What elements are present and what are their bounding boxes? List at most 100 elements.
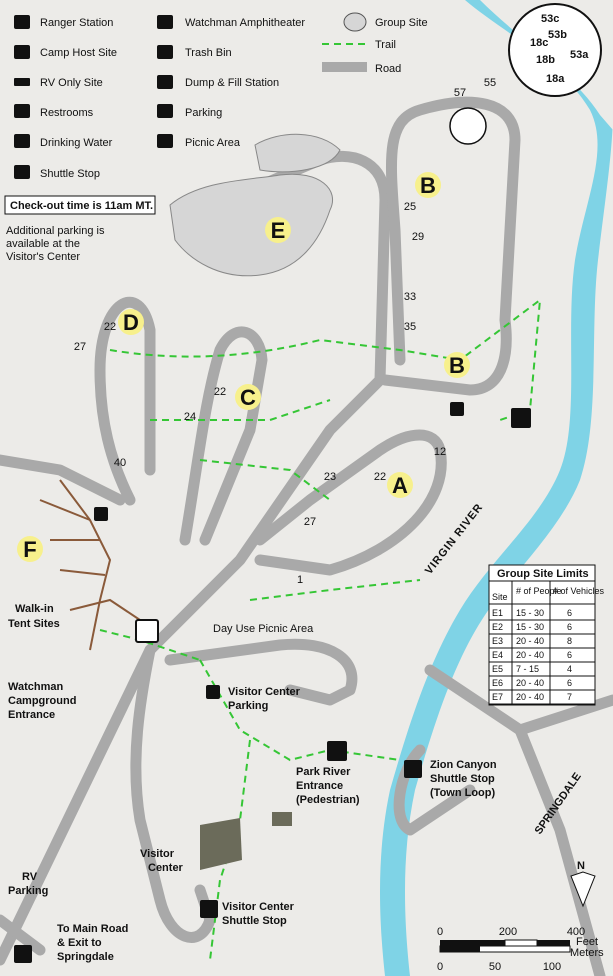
park-river-label-3: (Pedestrian) — [296, 794, 360, 806]
table-cell: 20 - 40 — [516, 678, 544, 688]
svg-text:12: 12 — [434, 446, 446, 458]
legend-label: Group Site — [375, 17, 428, 29]
park-river-label-1: Park River — [296, 766, 351, 778]
ranger-station-icon — [135, 619, 159, 643]
legend-label: Trail — [375, 39, 396, 51]
feet-tick: 0 — [437, 926, 443, 938]
dump-station-icon — [157, 75, 173, 89]
notes: Check-out time is 11am MT. Additional pa… — [4, 195, 156, 263]
walkin-label-1: Walk-in — [15, 603, 54, 615]
parking-note-2: available at the — [6, 238, 80, 250]
svg-text:27: 27 — [74, 341, 86, 353]
restrooms-icon — [14, 104, 30, 118]
table-cell: 6 — [567, 622, 572, 632]
table-cell: E5 — [492, 664, 503, 674]
rv-parking-label-1: RV — [22, 871, 38, 883]
legend-label: Shuttle Stop — [40, 168, 100, 180]
visitor-center-building — [200, 818, 242, 870]
to-main-label-2: & Exit to — [57, 937, 102, 949]
svg-text:23: 23 — [324, 471, 336, 483]
table-header: Site — [492, 592, 508, 602]
feet-label: Feet — [576, 936, 598, 948]
parking-icon — [206, 685, 220, 699]
table-cell: 6 — [567, 608, 572, 618]
vc-parking-label-1: Visitor Center — [228, 686, 301, 698]
table-cell: 8 — [567, 636, 572, 646]
svg-text:22: 22 — [104, 321, 116, 333]
inset-site: 53a — [570, 49, 589, 61]
legend-label: Dump & Fill Station — [185, 77, 279, 89]
table-title: Group Site Limits — [497, 568, 589, 580]
rv-parking-label-2: Parking — [8, 885, 48, 897]
svg-text:29: 29 — [412, 231, 424, 243]
table-cell: 4 — [567, 664, 572, 674]
virgin-river-label: VIRGIN RIVER — [423, 501, 486, 577]
inset-site: 18c — [530, 37, 548, 49]
shuttle-stop-icon — [200, 900, 218, 918]
shuttle-stop-icon — [404, 760, 422, 778]
parking-icon — [450, 402, 464, 416]
table-cell: 7 — [567, 692, 572, 702]
drinking-water-icon — [14, 134, 30, 148]
zion-label-2: Shuttle Stop — [430, 773, 495, 785]
table-cell: 20 - 40 — [516, 636, 544, 646]
visitor-center-label-2: Center — [148, 862, 184, 874]
svg-text:55: 55 — [484, 77, 496, 89]
parking-icon — [94, 507, 108, 521]
parking-icon — [14, 945, 32, 963]
loop-b-label-lower: B — [449, 353, 465, 378]
meter-tick: 50 — [489, 961, 501, 973]
svg-text:22: 22 — [214, 386, 226, 398]
ranger-station-icon — [327, 741, 347, 761]
meters-label: Meters — [570, 947, 604, 959]
feet-tick: 200 — [499, 926, 517, 938]
vc-parking-label-2: Parking — [228, 700, 268, 712]
facility-icons — [14, 402, 531, 963]
table-cell: E7 — [492, 692, 503, 702]
amphitheater-icon — [511, 408, 531, 428]
meter-tick: 0 — [437, 961, 443, 973]
amphitheater-icon — [157, 15, 173, 29]
scale-bar: 0 200 400 Feet Meters 0 50 100 — [437, 926, 604, 973]
map-legend: Ranger Station Camp Host Site RV Only Si… — [14, 12, 428, 180]
table-cell: 15 - 30 — [516, 622, 544, 632]
parking-note-3: Visitor's Center — [6, 251, 80, 263]
loop-c-label: C — [240, 385, 256, 410]
table-cell: 15 - 30 — [516, 608, 544, 618]
visitor-center-label-1: Visitor — [140, 848, 175, 860]
legend-label: Ranger Station — [40, 17, 113, 29]
table-cell: E2 — [492, 622, 503, 632]
loop-d-label: D — [123, 310, 139, 335]
legend-label: Picnic Area — [185, 137, 241, 149]
group-site-icon — [343, 12, 367, 32]
table-cell: 7 - 15 — [516, 664, 539, 674]
legend-label: Road — [375, 63, 401, 75]
walkin-label-2: Tent Sites — [8, 618, 60, 630]
loop-a-label: A — [392, 473, 408, 498]
north-label: N — [577, 860, 585, 872]
trash-bin-icon — [157, 45, 173, 59]
table-header: # of Vehicles — [553, 586, 605, 596]
zion-label-1: Zion Canyon — [430, 759, 497, 771]
entrance-label-3: Entrance — [8, 709, 55, 721]
svg-text:27: 27 — [304, 516, 316, 528]
group-site-table: Group Site Limits Site # of People # of … — [488, 564, 605, 706]
meter-tick: 100 — [543, 961, 561, 973]
svg-text:40: 40 — [114, 457, 126, 469]
svg-text:25: 25 — [404, 201, 416, 213]
rv-inset: 53c 53b 18c 18b 53a 18a — [449, 3, 602, 145]
svg-text:1: 1 — [297, 574, 303, 586]
restrooms-icon — [272, 812, 292, 826]
north-arrow: N — [570, 860, 596, 908]
inset-site: 53b — [548, 29, 567, 41]
inset-site: 18b — [536, 54, 555, 66]
loop-markers: B B A C D E F — [17, 172, 470, 562]
legend-label: Drinking Water — [40, 137, 113, 149]
table-cell: E4 — [492, 650, 503, 660]
legend-label: Restrooms — [40, 107, 94, 119]
parking-note-1: Additional parking is — [6, 225, 105, 237]
table-cell: 6 — [567, 650, 572, 660]
loop-e-label: E — [271, 218, 286, 243]
to-main-label-1: To Main Road — [57, 923, 128, 935]
legend-label: RV Only Site — [40, 77, 103, 89]
